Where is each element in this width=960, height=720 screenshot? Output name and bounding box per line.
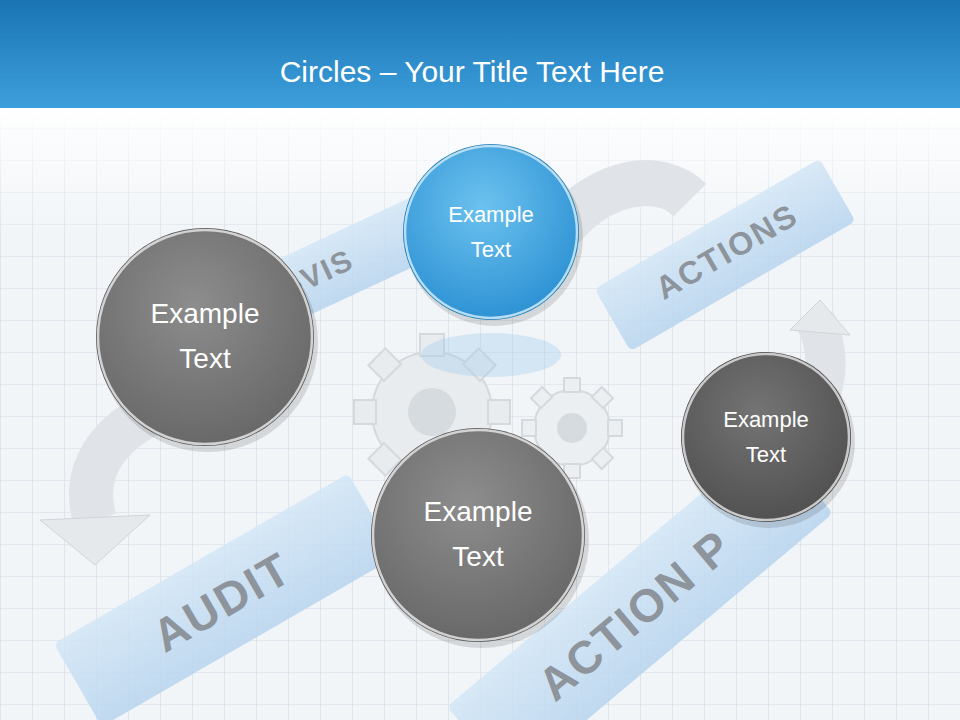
- text-circle: Example Text: [680, 351, 852, 523]
- slide-title: Circles – Your Title Text Here: [0, 55, 944, 89]
- circle-text-group: Example Text: [713, 402, 820, 472]
- circle-face: [405, 146, 577, 318]
- circle-edge: [371, 428, 585, 642]
- header-bar: [0, 0, 960, 108]
- text-circle: Example Text: [370, 427, 586, 643]
- arrow-head: [40, 515, 150, 565]
- circle-text-group: Example Text: [411, 490, 545, 580]
- text-circle: Example Text: [95, 227, 315, 447]
- circle-edge: [681, 352, 851, 522]
- circle-shape: [402, 143, 580, 321]
- circle-shape: [680, 351, 852, 523]
- arrow-head: [790, 300, 850, 335]
- band-label: AUDIT: [143, 541, 300, 663]
- band-label: ACTIONS: [649, 196, 804, 307]
- circle-shape: [95, 227, 315, 447]
- circle-face: [683, 354, 849, 520]
- circle-text: Example Text: [137, 292, 273, 382]
- circle-text-group: Example Text: [137, 292, 273, 382]
- circle-text: Example Text: [436, 197, 546, 267]
- reflection: [421, 333, 561, 377]
- text-circle: Example Text: [402, 143, 580, 321]
- circle-face: [373, 430, 583, 640]
- circle-shape: [370, 427, 586, 643]
- circle-edge: [403, 144, 579, 320]
- circle-text: Example Text: [411, 490, 545, 580]
- header-fade: [0, 108, 960, 130]
- circle-edge: [96, 228, 314, 446]
- circle-text-group: Example Text: [436, 197, 546, 267]
- circle-text: Example Text: [713, 402, 820, 472]
- circle-face: [98, 230, 312, 444]
